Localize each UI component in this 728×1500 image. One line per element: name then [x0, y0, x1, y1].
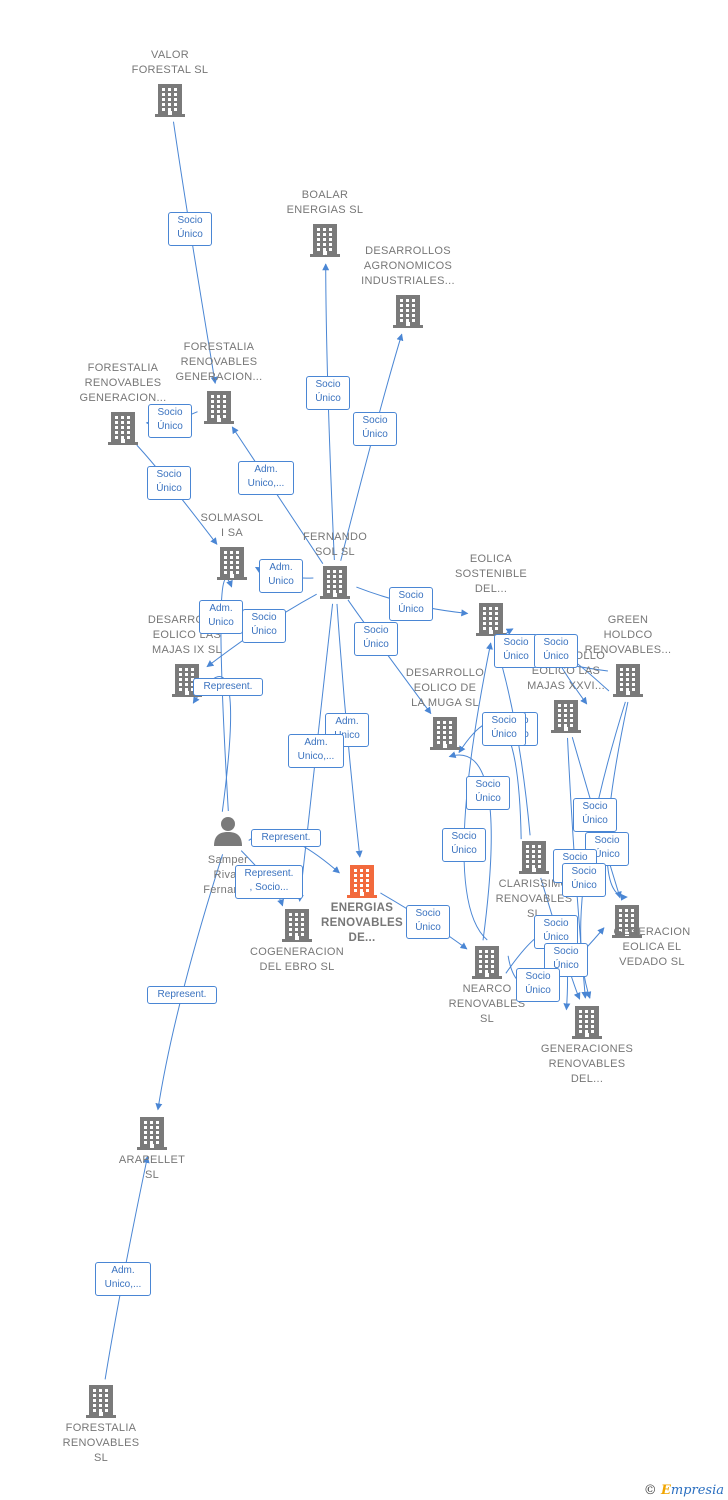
building-icon — [137, 1115, 167, 1156]
node-label: ENERGIAS RENOVABLES DE... — [320, 902, 404, 944]
node-label: GENERACION EOLICA EL VEDADO SL — [613, 926, 691, 968]
building-icon — [612, 903, 642, 944]
relation-label[interactable]: Adm. Unico,... — [95, 1262, 151, 1296]
building-icon — [519, 839, 549, 880]
building-icon — [282, 907, 312, 948]
building-icon — [217, 545, 247, 586]
relation-label[interactable]: Socio Único — [534, 634, 578, 668]
relation-label[interactable]: Represent. — [147, 986, 217, 1004]
node-label: FERNANDO SOL SL — [302, 531, 368, 558]
edge-fernando-desagro — [340, 333, 404, 561]
node-label: GENERACIONES RENOVABLES DEL... — [540, 1043, 634, 1085]
node-label: FORESTALIA RENOVABLES GENERACION... — [79, 362, 167, 404]
building-icon — [393, 293, 423, 334]
building-icon — [204, 389, 234, 430]
building-icon — [551, 698, 581, 739]
building-icon — [108, 410, 138, 451]
relation-label[interactable]: Socio Único — [148, 404, 192, 438]
node-label: DESARROLLOS AGRONOMICOS INDUSTRIALES... — [361, 245, 455, 287]
relation-label[interactable]: Adm. Unico,... — [238, 461, 294, 495]
person-icon — [213, 815, 243, 852]
relation-label[interactable]: Socio Único — [147, 466, 191, 500]
relation-label[interactable]: Socio Único — [406, 905, 450, 939]
relation-label[interactable]: Adm. Unico — [259, 559, 303, 593]
node-label: FORESTALIA RENOVABLES GENERACION... — [175, 341, 263, 383]
relation-label[interactable]: Socio Único — [242, 609, 286, 643]
edge-fernando-boalar — [322, 263, 335, 561]
relation-label[interactable]: Socio Único — [562, 863, 606, 897]
node-label: GREEN HOLDCO RENOVABLES... — [584, 614, 672, 656]
node-label: SOLMASOL I SA — [200, 512, 264, 539]
building-icon — [613, 662, 643, 703]
node-label: FORESTALIA RENOVABLES SL — [62, 1422, 140, 1464]
building-icon — [347, 863, 377, 904]
building-icon — [320, 564, 350, 605]
relation-label[interactable]: Socio Único — [354, 622, 398, 656]
building-icon — [430, 715, 460, 756]
relation-label[interactable]: Socio Único — [494, 634, 538, 668]
relation-label[interactable]: Represent. — [193, 678, 263, 696]
relation-label[interactable]: Represent. — [251, 829, 321, 847]
copyright-symbol: © — [643, 1483, 657, 1498]
building-icon — [310, 222, 340, 263]
relation-label[interactable]: Socio Único — [389, 587, 433, 621]
relation-label[interactable]: Adm. Unico,... — [288, 734, 344, 768]
relation-label[interactable]: Socio Único — [306, 376, 350, 410]
node-label: CLARISSIMO RENOVABLES SL — [495, 878, 573, 920]
node-label: DESARROLLO EOLICO DE LA MUGA SL — [405, 667, 485, 709]
node-label: ARAPELLET SL — [118, 1154, 186, 1181]
node-label: NEARCO RENOVABLES SL — [448, 983, 526, 1025]
relation-label[interactable]: Socio Único — [516, 968, 560, 1002]
node-label: BOALAR ENERGIAS SL — [286, 189, 364, 216]
footer-credit: © Empresia — [644, 1483, 724, 1498]
relation-label[interactable]: Socio Único — [466, 776, 510, 810]
relation-label[interactable]: Represent. , Socio... — [235, 865, 303, 899]
building-icon — [472, 944, 502, 985]
relation-label[interactable]: Socio Único — [353, 412, 397, 446]
building-icon — [476, 601, 506, 642]
relation-label[interactable]: Socio Único — [573, 798, 617, 832]
relation-label[interactable]: Adm. Unico — [199, 600, 243, 634]
relation-label[interactable]: Socio Único — [482, 712, 526, 746]
node-label: VALOR FORESTAL SL — [131, 49, 209, 76]
building-icon — [572, 1004, 602, 1045]
relation-label[interactable]: Socio Único — [168, 212, 212, 246]
node-label: EOLICA SOSTENIBLE DEL... — [454, 553, 528, 595]
building-icon — [86, 1383, 116, 1424]
node-label: COGENERACION DEL EBRO SL — [249, 946, 345, 973]
relation-label[interactable]: Socio Único — [442, 828, 486, 862]
brand-logo[interactable]: Empresia — [660, 1483, 724, 1498]
building-icon — [155, 82, 185, 123]
